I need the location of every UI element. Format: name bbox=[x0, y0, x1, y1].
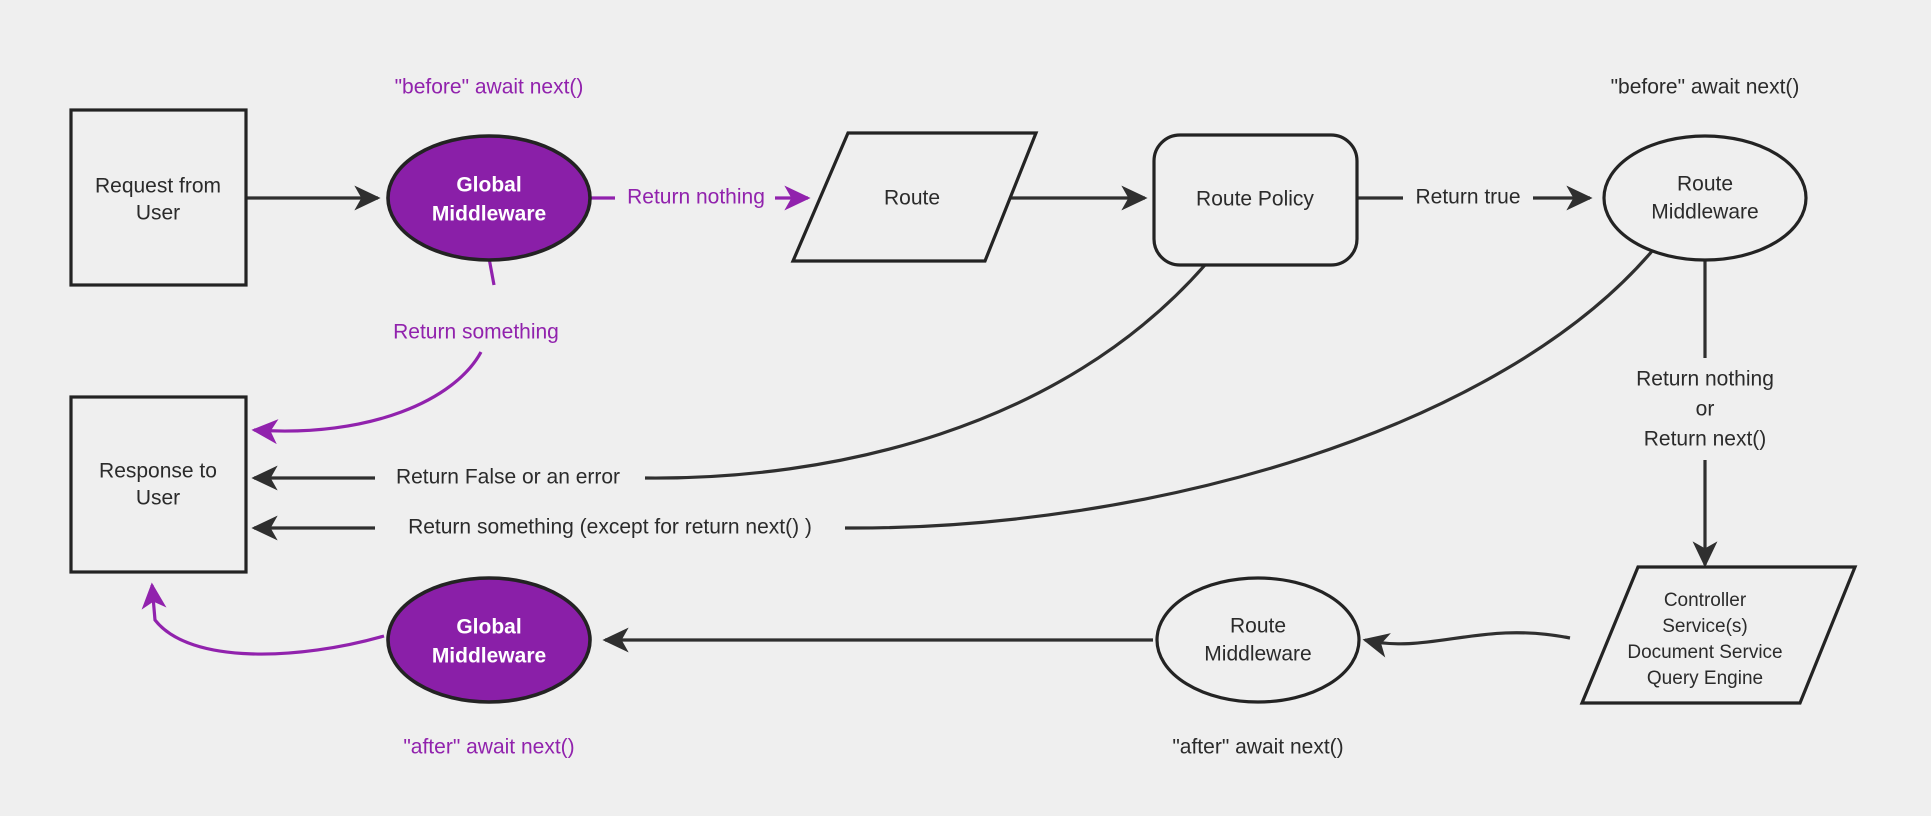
response-label-line1: Response to bbox=[99, 460, 217, 483]
node-route-middleware-bottom[interactable]: Route Middleware bbox=[1155, 576, 1361, 704]
edge-label-return-nothing-or-2: or bbox=[1696, 398, 1715, 421]
controller-label-line3: Document Service bbox=[1627, 642, 1782, 663]
node-global-middleware-top[interactable]: Global Middleware bbox=[386, 134, 592, 262]
edge-global-mw-bottom-to-response bbox=[141, 582, 385, 656]
route-label: Route bbox=[884, 187, 940, 210]
response-rect bbox=[69, 395, 248, 574]
node-route-middleware-top[interactable]: Route Middleware bbox=[1602, 134, 1808, 262]
global-mw-bottom-ellipse bbox=[386, 576, 592, 704]
global-mw-top-ellipse bbox=[386, 134, 592, 262]
annotation-before-await-next-route: "before" await next() bbox=[1611, 76, 1800, 99]
node-response-to-user[interactable]: Response to User bbox=[69, 395, 248, 574]
global-mw-top-label-line1: Global bbox=[456, 174, 521, 197]
edge-routemw-to-label-except bbox=[844, 248, 1655, 530]
node-route[interactable]: Route bbox=[790, 131, 1039, 263]
edge-label-return-nothing-or-3: Return next() bbox=[1644, 428, 1767, 451]
edge-globalmw-down-stub bbox=[487, 257, 496, 286]
controller-label-line1: Controller bbox=[1664, 590, 1747, 611]
edge-label-return-nothing-or-1: Return nothing bbox=[1636, 368, 1774, 391]
controller-parallelogram bbox=[1579, 565, 1858, 705]
node-controller-services[interactable]: Controller Service(s) Document Service Q… bbox=[1579, 565, 1858, 705]
edge-label-return-something: Return something bbox=[393, 321, 559, 344]
annotation-before-await-next-global: "before" await next() bbox=[395, 76, 584, 99]
edge-return-something-to-response bbox=[251, 351, 483, 445]
route-mw-bottom-label-line1: Route bbox=[1230, 615, 1286, 638]
annotation-after-await-next-global: "after" await next() bbox=[403, 736, 574, 759]
route-policy-label: Route Policy bbox=[1196, 188, 1314, 211]
global-mw-bottom-label-line1: Global bbox=[456, 616, 521, 639]
edge-controller-to-route-mw-bottom bbox=[1362, 631, 1571, 658]
request-rect bbox=[69, 108, 248, 287]
edge-label-return-false-or-error: Return False or an error bbox=[396, 466, 620, 489]
node-global-middleware-bottom[interactable]: Global Middleware bbox=[386, 576, 592, 704]
annotation-after-await-next-route: "after" await next() bbox=[1172, 736, 1343, 759]
route-mw-bottom-ellipse bbox=[1155, 576, 1361, 704]
edge-label-return-nothing: Return nothing bbox=[627, 186, 765, 209]
route-mw-bottom-label-line2: Middleware bbox=[1204, 643, 1311, 666]
edge-policy-to-label-false bbox=[644, 263, 1207, 480]
node-request-from-user[interactable]: Request from User bbox=[69, 108, 248, 287]
global-mw-top-label-line2: Middleware bbox=[432, 203, 546, 226]
route-mw-top-label-line1: Route bbox=[1677, 173, 1733, 196]
request-label-line1: Request from bbox=[95, 175, 221, 198]
node-route-policy[interactable]: Route Policy bbox=[1152, 133, 1359, 267]
edge-label-return-true: Return true bbox=[1415, 186, 1520, 209]
response-label-line2: User bbox=[136, 487, 180, 510]
controller-label-line2: Service(s) bbox=[1662, 616, 1748, 637]
route-parallelogram bbox=[790, 131, 1039, 263]
edge-label-return-something-except: Return something (except for return next… bbox=[408, 516, 812, 539]
route-policy-rect bbox=[1152, 133, 1359, 267]
request-label-line2: User bbox=[136, 202, 180, 225]
global-mw-bottom-label-line2: Middleware bbox=[432, 645, 546, 668]
route-mw-top-label-line2: Middleware bbox=[1651, 201, 1758, 224]
route-mw-top-ellipse bbox=[1602, 134, 1808, 262]
controller-label-line4: Query Engine bbox=[1647, 668, 1763, 689]
